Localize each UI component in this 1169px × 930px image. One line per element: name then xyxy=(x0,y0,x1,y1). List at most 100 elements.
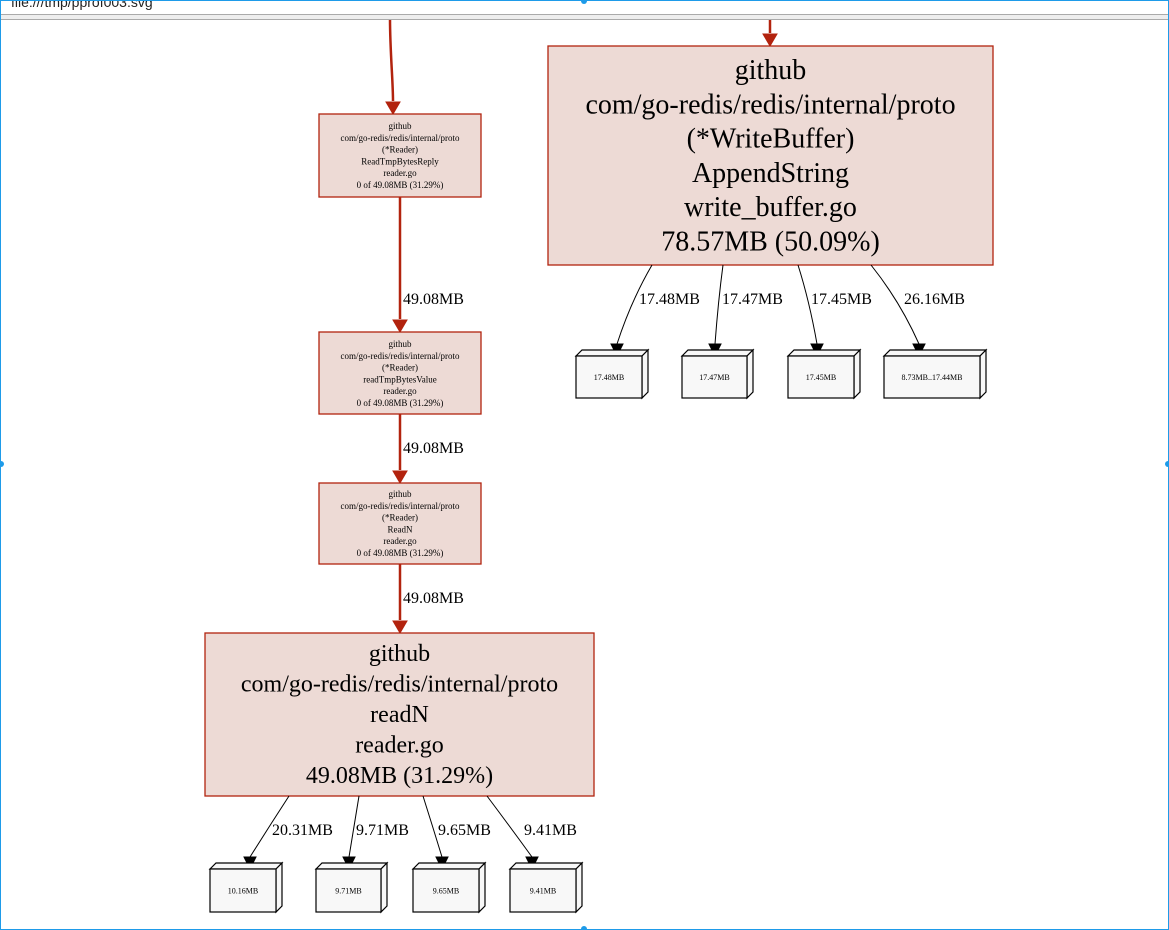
leaf-edge xyxy=(422,795,443,858)
leaf-box-top xyxy=(786,349,862,357)
leaf-box-label: 9.71MB xyxy=(335,887,361,896)
edge-value-to-readn-arrowhead xyxy=(392,470,408,484)
edge-into-appendstring-arrowhead xyxy=(762,33,778,47)
leaf-box-label: 17.45MB xyxy=(806,373,836,382)
leaf-edge-label: 9.71MB xyxy=(356,822,409,839)
node-label-line: (*WriteBuffer) xyxy=(687,124,855,155)
leaf-edge xyxy=(870,264,920,345)
leaf-box-side xyxy=(380,861,388,914)
leaf-box xyxy=(681,355,748,399)
leaf-box-label: 8.73MB..17.44MB xyxy=(902,373,963,382)
node-label-line: com/go-redis/redis/internal/proto xyxy=(341,133,460,143)
leaf-box xyxy=(883,355,981,399)
resize-handle-right[interactable] xyxy=(1165,461,1168,467)
leaf-edge xyxy=(616,264,653,345)
leaf-box-label: 9.65MB xyxy=(433,887,459,896)
node-label-line: reader.go xyxy=(383,536,417,546)
leaf-box-label: 9.41MB xyxy=(530,887,556,896)
node-label-line: reader.go xyxy=(355,733,444,759)
leaf-box-top xyxy=(508,862,584,870)
function-node xyxy=(318,482,482,565)
leaf-box-side xyxy=(275,861,283,914)
node-label-line: github xyxy=(388,489,412,499)
leaf-box-top xyxy=(314,862,389,870)
node-label-line: 0 of 49.08MB (31.29%) xyxy=(357,398,444,408)
leaf-box-top xyxy=(411,862,487,870)
leaf-box-side xyxy=(575,861,583,914)
node-label-line: 0 of 49.08MB (31.29%) xyxy=(357,180,444,190)
leaf-edge-label: 26.16MB xyxy=(904,291,965,308)
leaf-edge xyxy=(348,795,360,858)
leaf-edge xyxy=(249,795,290,858)
leaf-edge-label: 20.31MB xyxy=(272,822,333,839)
leaf-box-side xyxy=(853,348,861,400)
leaf-box-top xyxy=(680,349,755,357)
function-node xyxy=(318,113,482,198)
leaf-box-side xyxy=(641,348,649,400)
leaf-box xyxy=(209,868,277,913)
leaf-box-label: 17.47MB xyxy=(699,373,729,382)
edge-label: 49.08MB xyxy=(403,291,464,308)
node-label-line: com/go-redis/redis/internal/proto xyxy=(241,672,558,698)
leaf-edge-label: 17.48MB xyxy=(639,291,700,308)
edge-into-readtmpbytesreply-arrowhead xyxy=(385,101,401,115)
leaf-box-side xyxy=(746,348,754,400)
node-label-line: 49.08MB (31.29%) xyxy=(306,763,493,789)
leaf-box-top xyxy=(208,862,284,870)
node-label-line: github xyxy=(388,121,412,131)
function-node xyxy=(318,331,482,415)
node-label-line: com/go-redis/redis/internal/proto xyxy=(585,89,955,120)
edge-into-readtmpbytesreply xyxy=(388,18,395,102)
leaf-edge xyxy=(486,795,533,858)
edge-reply-to-value-arrowhead xyxy=(392,319,408,333)
node-label-line: readN xyxy=(370,702,429,728)
window-title: file:///tmp/pprof003.svg xyxy=(11,0,153,10)
node-label-line: (*Reader) xyxy=(382,145,418,155)
toolbar-separator xyxy=(1,14,1168,20)
leaf-box xyxy=(509,868,577,913)
leaf-edge-label: 9.65MB xyxy=(438,822,491,839)
node-label-line: ReadTmpBytesReply xyxy=(361,156,439,166)
leaf-box-side xyxy=(478,861,486,914)
node-label-line: 78.57MB (50.09%) xyxy=(661,227,880,258)
resize-handle-bottom[interactable] xyxy=(581,926,587,929)
leaf-box-top xyxy=(574,349,650,357)
leaf-edge-label: 9.41MB xyxy=(524,822,577,839)
edge-label: 49.08MB xyxy=(403,440,464,457)
leaf-edge-label: 17.45MB xyxy=(811,291,872,308)
leaf-edge xyxy=(797,264,818,345)
node-label-line: (*Reader) xyxy=(382,513,418,523)
node-label-line: ReadN xyxy=(388,524,413,534)
leaf-box xyxy=(412,868,480,913)
leaf-box-side xyxy=(979,348,987,400)
node-label-line: com/go-redis/redis/internal/proto xyxy=(341,501,460,511)
node-label-line: 0 of 49.08MB (31.29%) xyxy=(357,548,444,558)
node-label-line: AppendString xyxy=(692,158,849,189)
resize-handle-top[interactable] xyxy=(581,1,587,4)
leaf-box xyxy=(315,868,382,913)
node-label-line: github xyxy=(369,641,430,667)
leaf-edge xyxy=(714,264,724,345)
node-label-line: reader.go xyxy=(383,168,417,178)
node-label-line: github xyxy=(735,55,807,86)
function-node xyxy=(204,632,595,797)
node-label-line: github xyxy=(388,339,412,349)
leaf-box-label: 17.48MB xyxy=(594,373,624,382)
node-label-line: (*Reader) xyxy=(382,363,418,373)
leaf-edge-label: 17.47MB xyxy=(722,291,783,308)
leaf-box xyxy=(575,355,643,399)
node-label-line: write_buffer.go xyxy=(684,192,857,223)
edge-readn-to-readn-func-arrowhead xyxy=(392,620,408,634)
node-label-line: com/go-redis/redis/internal/proto xyxy=(341,351,460,361)
edge-label: 49.08MB xyxy=(403,590,464,607)
leaf-box xyxy=(787,355,855,399)
node-label-line: reader.go xyxy=(383,386,417,396)
leaf-box-top xyxy=(882,349,988,357)
function-node xyxy=(547,45,994,266)
title-bar: file:///tmp/pprof003.svg xyxy=(1,1,1168,15)
leaf-box-label: 10.16MB xyxy=(228,887,258,896)
resize-handle-left[interactable] xyxy=(1,461,4,467)
node-label-line: readTmpBytesValue xyxy=(363,374,436,384)
